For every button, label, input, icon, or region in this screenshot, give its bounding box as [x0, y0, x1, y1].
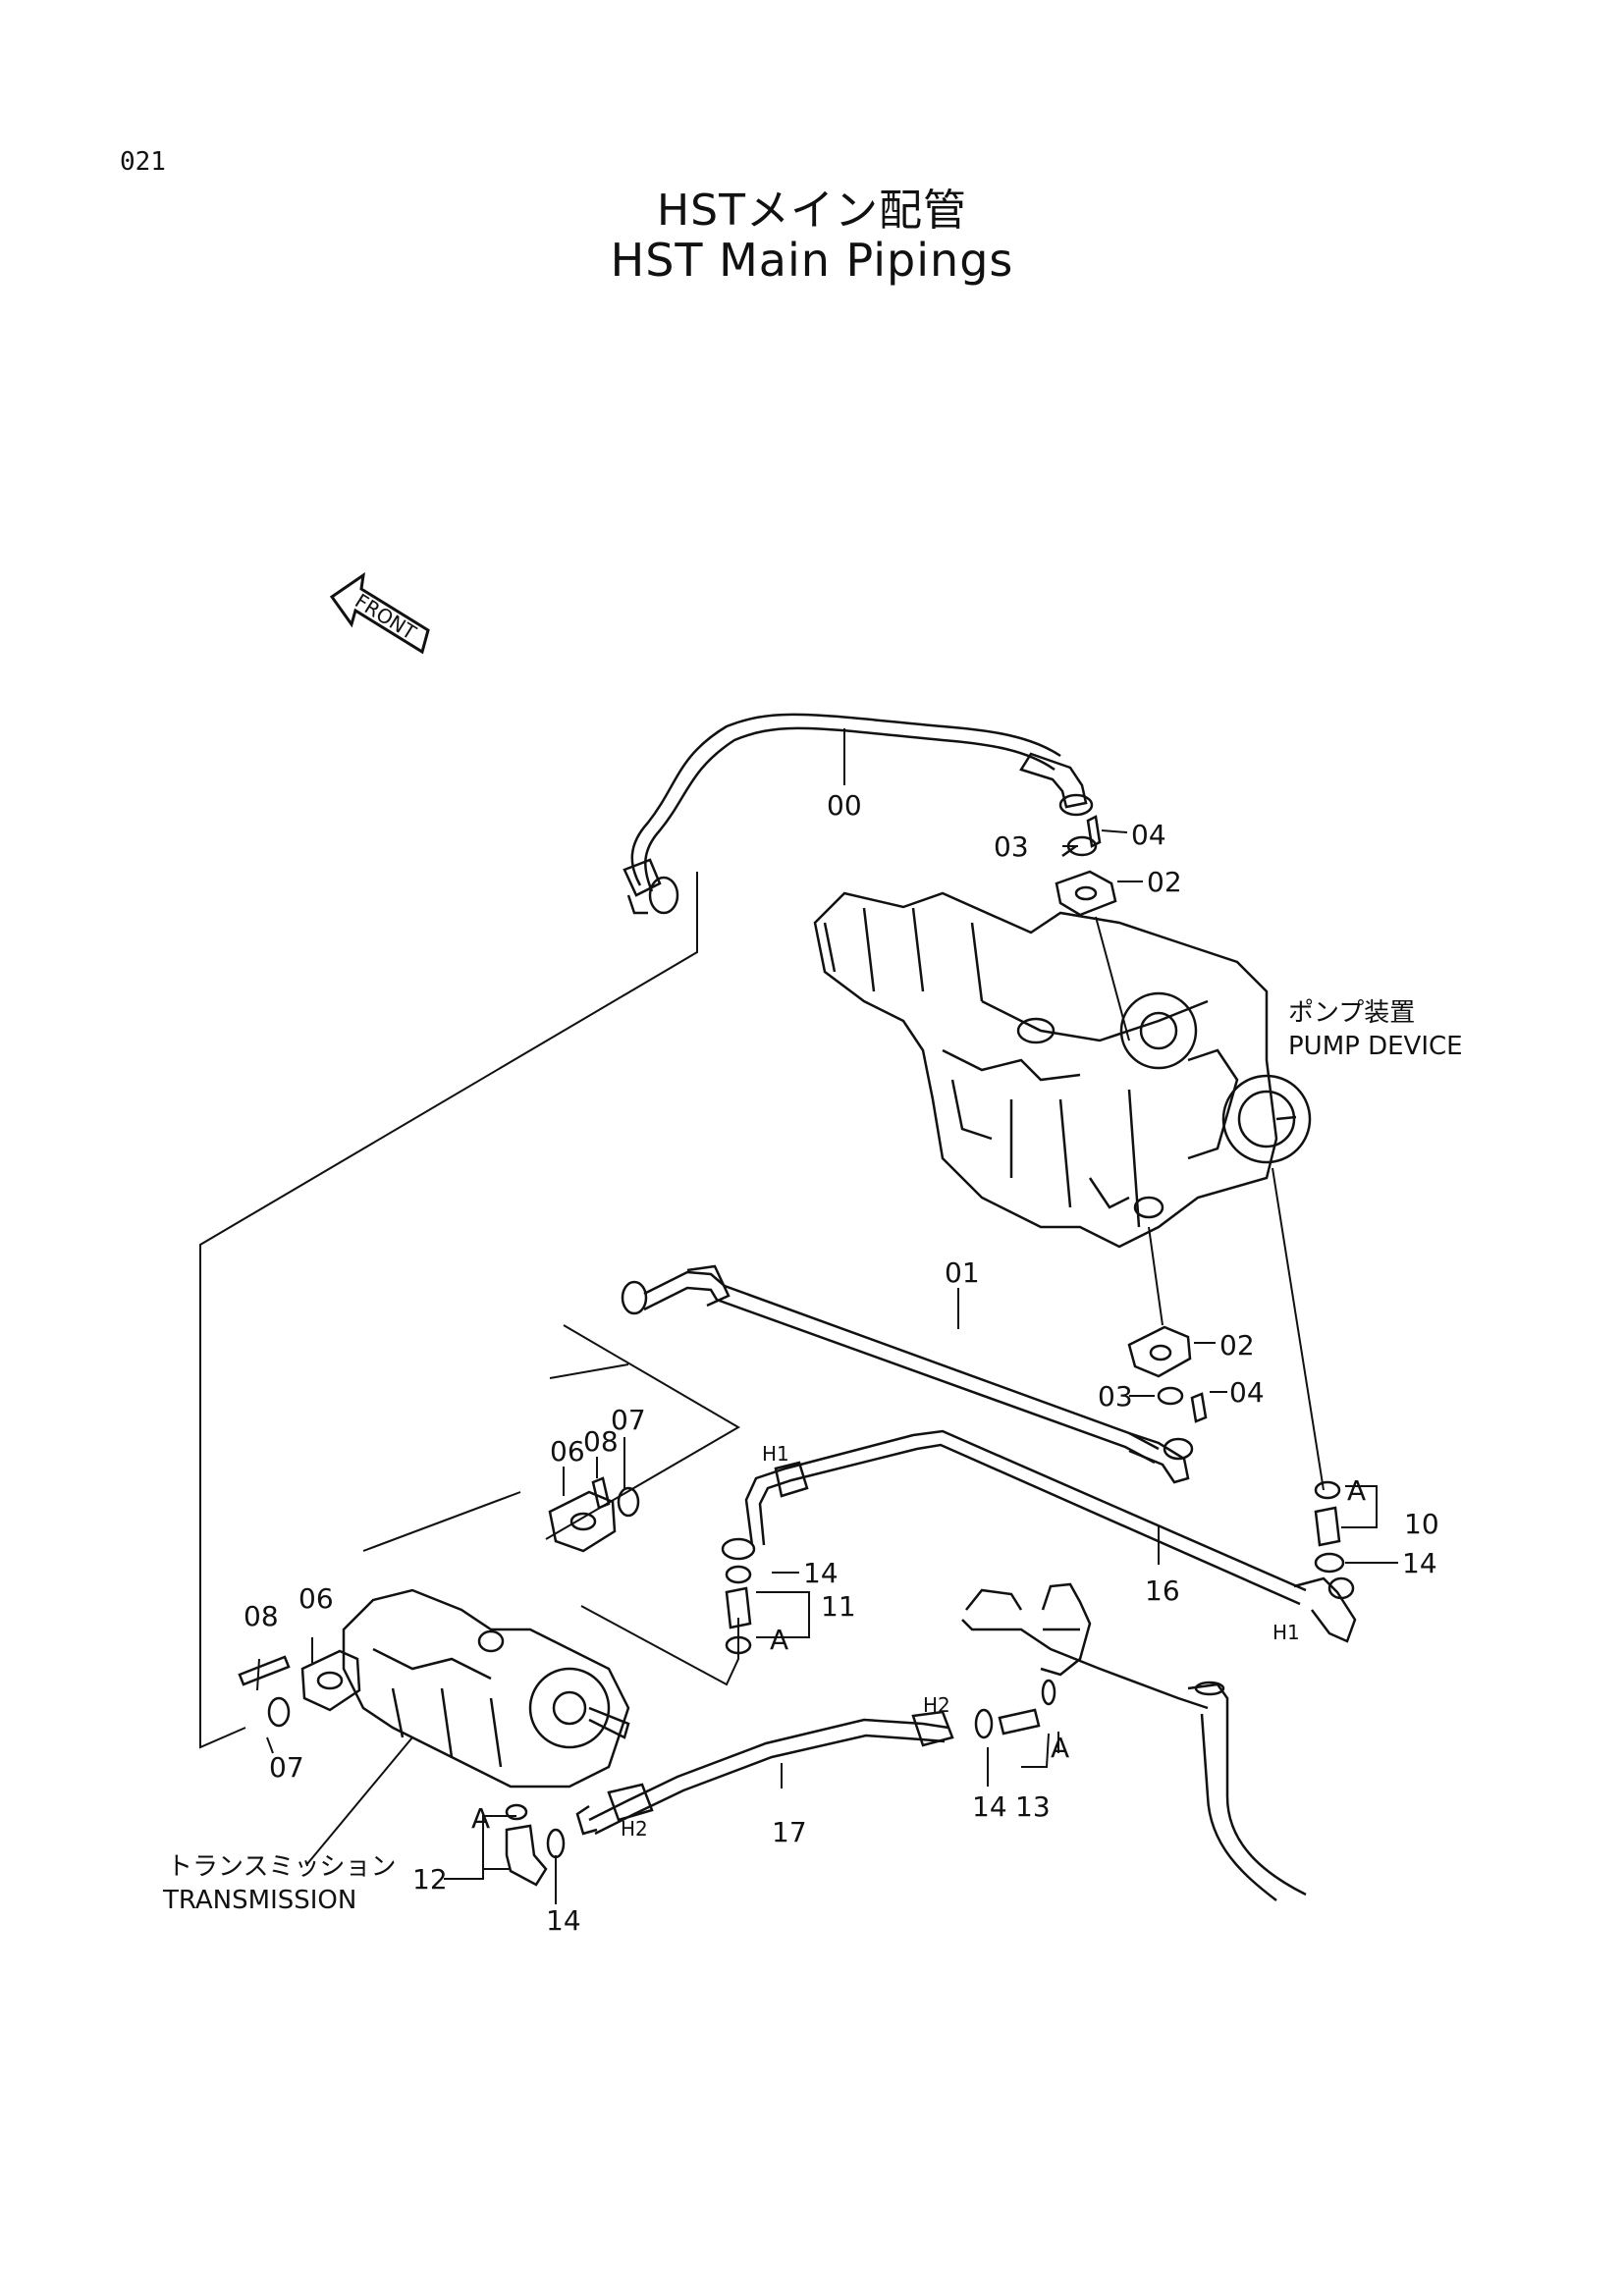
transmission-illustration	[342, 1588, 630, 1789]
callout-10: 10	[1404, 1508, 1439, 1540]
marker-H2-left: H2	[621, 1817, 648, 1841]
callout-08-right: 08	[583, 1425, 619, 1458]
transmission-flange-right	[548, 1476, 640, 1553]
marker-H1-lower: H1	[1272, 1621, 1300, 1644]
callout-02-upper: 02	[1147, 866, 1182, 898]
callout-01: 01	[945, 1256, 980, 1289]
control-valve-illustration	[961, 1582, 1307, 1901]
pipe-16	[721, 1429, 1357, 1643]
pump-device-label-en: PUMP DEVICE	[1288, 1032, 1463, 1061]
callout-16: 16	[1145, 1575, 1180, 1607]
marker-A-left: A	[471, 1802, 490, 1835]
transmission-flange-left	[238, 1649, 361, 1728]
callout-14-center: 14	[803, 1557, 839, 1589]
callout-04-upper: 04	[1131, 819, 1166, 851]
pump-device-illustration	[813, 891, 1312, 1249]
pump-device-label-jp: ポンプ装置	[1288, 998, 1415, 1028]
callout-11: 11	[821, 1590, 856, 1623]
callout-12: 12	[412, 1863, 448, 1896]
callout-14-right: 14	[1402, 1547, 1437, 1579]
callout-07-left: 07	[269, 1751, 304, 1784]
right-fittings	[1314, 1480, 1345, 1574]
marker-H1-upper: H1	[762, 1442, 789, 1466]
page-number: 021	[120, 147, 166, 177]
callout-08-left: 08	[244, 1600, 279, 1632]
callout-03-lower: 03	[1098, 1380, 1133, 1413]
callout-03-upper: 03	[994, 830, 1029, 863]
callout-17: 17	[772, 1816, 807, 1848]
upper-pump-flange-parts	[1055, 815, 1130, 1041]
callout-00: 00	[827, 789, 862, 822]
lower-pump-flange-parts	[1127, 1325, 1208, 1423]
title-english: HST Main Pipings	[610, 234, 1014, 287]
lower-right-fittings	[974, 1679, 1056, 1739]
marker-A-lower: A	[1051, 1732, 1069, 1764]
callout-07-right: 07	[611, 1404, 646, 1436]
marker-H2-right: H2	[923, 1693, 950, 1717]
pipe-17	[575, 1710, 954, 1836]
title-japanese: HSTメイン配管	[657, 186, 967, 236]
front-arrow-icon	[329, 571, 430, 655]
marker-A-right: A	[1347, 1474, 1366, 1507]
transmission-label-en: TRANSMISSION	[162, 1886, 356, 1915]
callout-02-lower: 02	[1219, 1329, 1255, 1362]
callout-06-right: 06	[550, 1435, 585, 1468]
callout-04-lower: 04	[1229, 1376, 1265, 1409]
pipe-01	[621, 1264, 1194, 1484]
reference-lines	[199, 872, 1325, 1749]
callout-13: 13	[1015, 1790, 1051, 1823]
callout-14-left: 14	[546, 1904, 581, 1937]
callout-06-left: 06	[298, 1582, 334, 1615]
transmission-label-jp: トランスミッション	[167, 1852, 396, 1882]
callout-14-lower: 14	[972, 1790, 1007, 1823]
marker-A-center: A	[770, 1624, 788, 1656]
center-fittings	[725, 1565, 752, 1655]
front-arrow-label: FRONT	[351, 589, 420, 645]
transmission-leader	[305, 1736, 413, 1866]
pipe-00	[623, 713, 1094, 915]
